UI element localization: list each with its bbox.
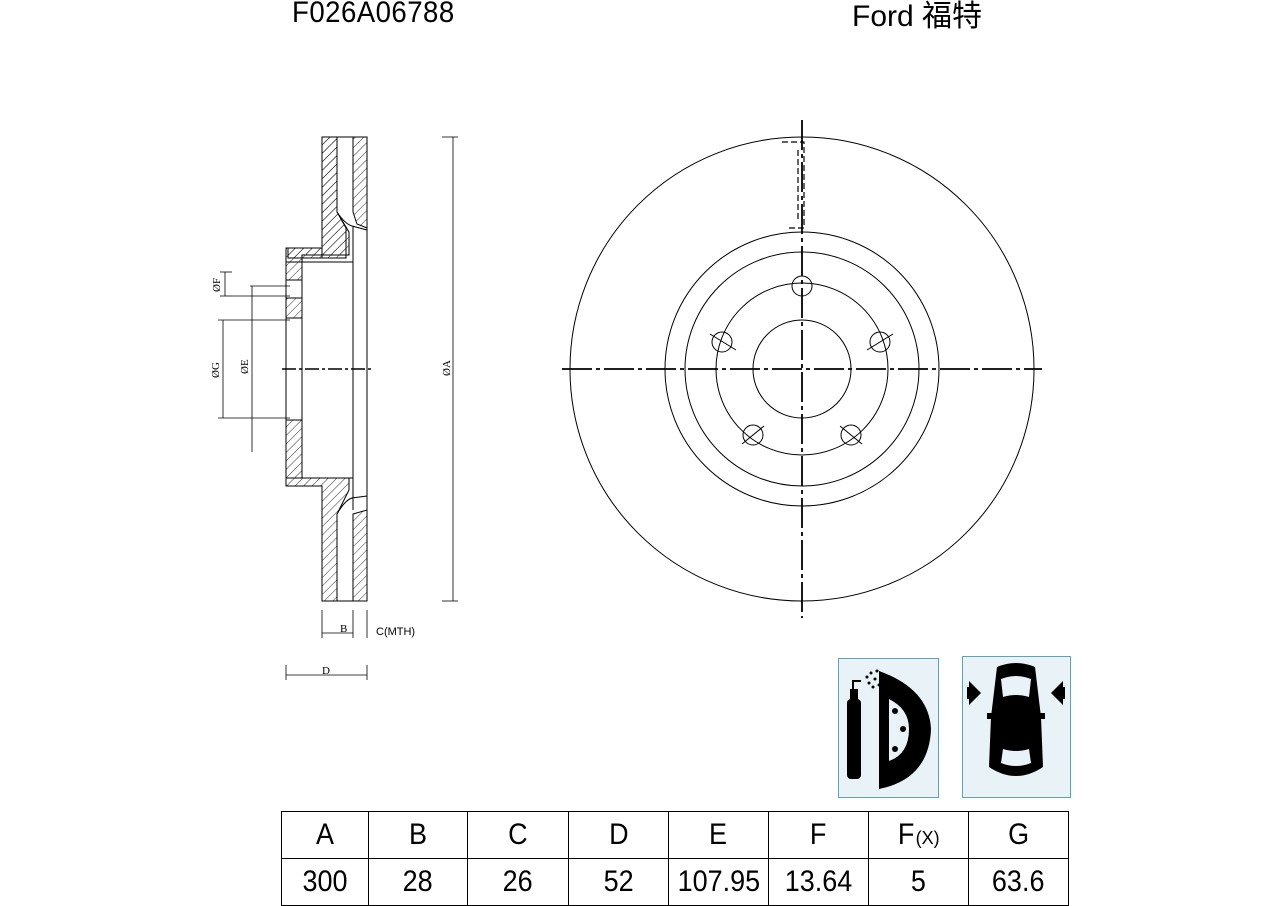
header-fx: F [898,818,915,851]
coating-spray-icon [838,658,939,798]
front-axle-car-icon [967,663,1065,776]
label-dia-g: ØG [210,362,222,378]
value-cell: 26 [467,858,569,906]
header-cell: F(X) [868,811,969,859]
header-d: D [608,818,629,851]
dimension-labels: ØF ØG ØE ØA B C(MTH) D [210,278,453,677]
label-b: B [340,623,347,635]
value-cell: 52 [568,858,669,906]
value-cell: 5 [868,858,969,906]
value-cell: 28 [368,858,468,906]
table-value-row: 300 28 26 52 107.95 13.64 5 63.6 [281,858,1069,906]
header-c: C [508,818,528,851]
value-e: 107.95 [677,865,760,898]
label-dia-e: ØE [239,359,251,374]
label-c: C(MTH) [376,626,415,638]
header-cell: C [467,811,569,859]
value-cell: 107.95 [668,858,769,906]
disc-cross-section [282,136,372,602]
header-f: F [810,818,827,851]
front-axle-icon [962,656,1071,798]
table-header-row: A B C D E F F(X) G [281,811,1069,859]
header-a: A [315,818,334,851]
dimensions-table: A B C D E F F(X) G 300 28 26 52 107.95 1… [281,811,1069,906]
label-dia-f: ØF [211,278,223,292]
header-fx-sub: (X) [915,828,940,848]
value-b: 28 [402,865,434,898]
value-c: 26 [502,865,534,898]
header-cell: A [281,811,369,859]
brand-title: Ford 福特 [852,0,983,33]
dimension-lines [218,136,458,680]
disc-front-view [562,120,1042,618]
value-a: 300 [302,865,348,898]
header-cell: D [568,811,669,859]
value-d: 52 [603,865,634,898]
value-fx: 5 [910,865,927,898]
header-cell: E [668,811,769,859]
spray-coated-disc-icon [847,669,931,789]
part-number: F026A06788 [292,0,455,29]
label-dia-a: ØA [441,360,453,376]
value-f: 13.64 [784,865,853,898]
header-cell: B [368,811,468,859]
header-cell: F [768,811,869,859]
label-d: D [322,665,330,677]
header-b: B [408,818,427,851]
header-g: G [1007,818,1030,851]
header-e: E [709,818,728,851]
value-cell: 300 [281,858,369,906]
value-cell: 13.64 [768,858,869,906]
header-cell: G [968,811,1069,859]
value-g: 63.6 [992,865,1045,898]
value-cell: 63.6 [968,858,1069,906]
